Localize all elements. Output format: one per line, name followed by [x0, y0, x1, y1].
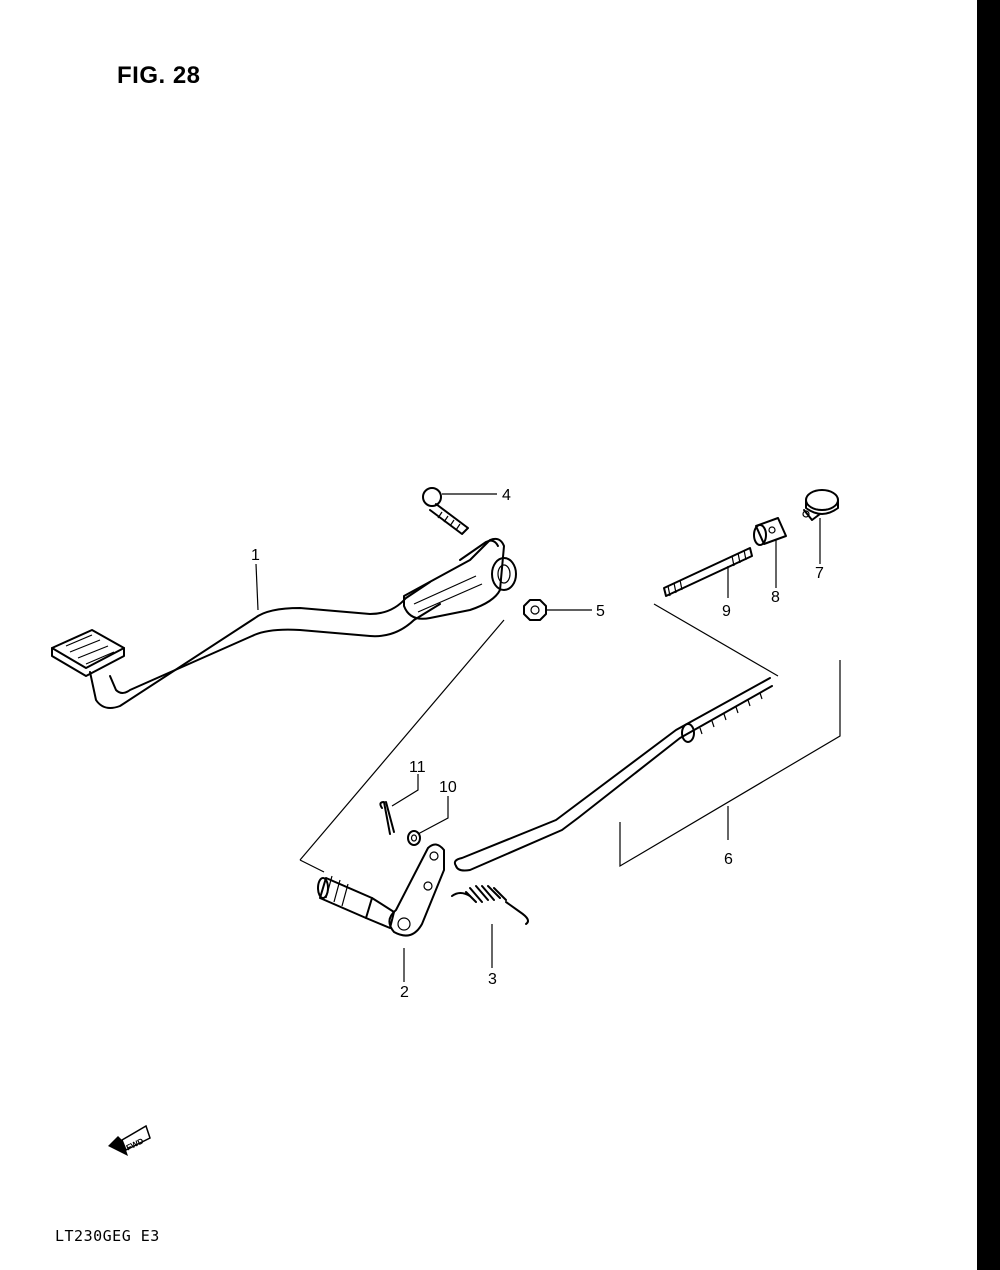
binding-edge: [977, 0, 1000, 1270]
callout-2: 2: [400, 984, 409, 1001]
brake-rod[interactable]: [453, 677, 773, 872]
adjuster-threaded-rod[interactable]: [663, 547, 753, 597]
cotter-pin[interactable]: [379, 801, 395, 835]
callout-4: 4: [502, 487, 511, 504]
callout-6: 6: [724, 851, 733, 868]
joint-pin[interactable]: [802, 489, 839, 521]
callout-9: 9: [722, 603, 731, 620]
lock-nut[interactable]: [523, 599, 547, 621]
callout-7: 7: [815, 565, 824, 582]
callout-10: 10: [439, 779, 457, 796]
cam-lever[interactable]: [317, 843, 445, 937]
model-code: LT230GEG E3: [55, 1227, 160, 1245]
pivot-bolt[interactable]: [422, 487, 469, 535]
fwd-arrow-icon: FWD: [108, 1124, 151, 1156]
figure-title: FIG. 28: [117, 62, 201, 89]
callout-11: 11: [409, 759, 426, 776]
rod-joint[interactable]: [753, 517, 787, 546]
brake-pedal-arm[interactable]: [51, 537, 517, 709]
callout-3: 3: [488, 971, 497, 988]
return-spring[interactable]: [451, 885, 529, 925]
callout-8: 8: [771, 589, 780, 606]
callout-1: 1: [251, 547, 260, 564]
callout-5: 5: [596, 603, 605, 620]
washer[interactable]: [407, 830, 421, 846]
